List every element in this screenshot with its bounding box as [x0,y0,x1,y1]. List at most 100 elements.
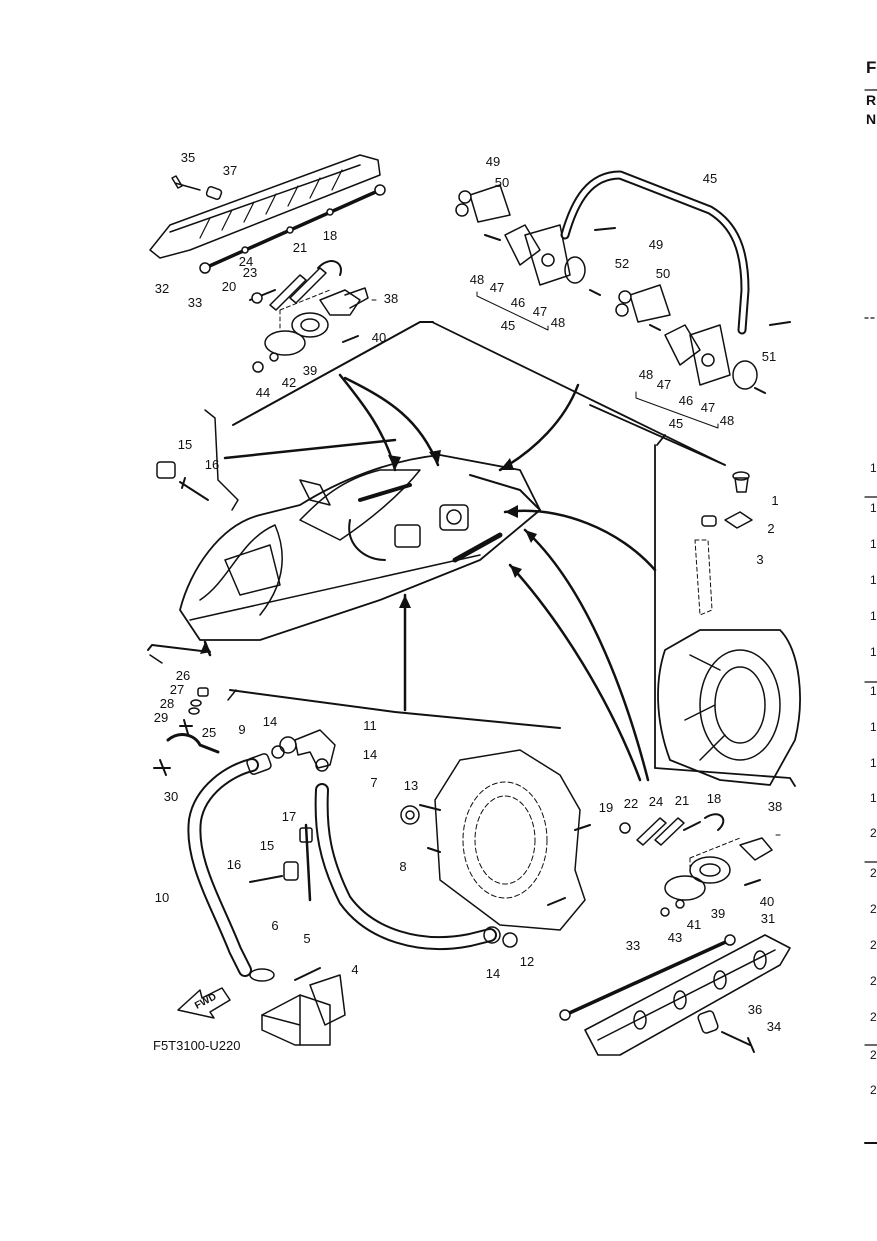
part-callout: 49 [648,237,664,252]
edge-letter-r: R [866,92,877,108]
part-callout: 24 [238,254,254,269]
part-callout: 15 [259,838,275,853]
part-callout: 29 [153,710,169,725]
part-callout: 40 [759,894,775,909]
part-callout: 14 [262,714,278,729]
part-callout: 21 [674,793,690,808]
lower-left-hose-group [147,644,561,1046]
edge-digit: 1 [870,461,877,475]
part-callout: 50 [494,175,510,190]
part-callout: 49 [485,154,501,169]
part-callout: 16 [226,857,242,872]
part-callout: 46 [510,295,526,310]
part-callout: 13 [403,778,419,793]
upper-right-handle-group [431,170,791,466]
part-callout: 44 [255,385,271,400]
part-callout: 48 [469,272,485,287]
edge-digit: 1 [870,501,877,515]
part-callout: 32 [154,281,170,296]
edge-digit: 1 [870,684,877,698]
part-callout: 6 [271,918,279,933]
inlet-fitting-15-16 [156,409,397,511]
upper-left-fittings-group [149,154,434,426]
part-callout: 23 [242,265,258,280]
part-callout: 14 [485,966,501,981]
part-callout: 5 [303,931,311,946]
fwd-arrow-icon [177,987,231,1019]
part-callout: 48 [638,367,654,382]
part-callout: 28 [159,696,175,711]
part-callout: 42 [281,375,297,390]
part-callout: 17 [281,809,297,824]
part-callout: 9 [238,722,246,737]
edge-digit: 1 [870,609,877,623]
part-callout: 45 [702,171,718,186]
part-callout: 27 [169,682,185,697]
part-callout: 45 [500,318,516,333]
part-callout: 31 [760,911,776,926]
diagram-code: F5T3100-U220 [153,1038,241,1053]
part-callout: 33 [187,295,203,310]
part-callout: 50 [655,266,671,281]
edge-letter-f: F [866,58,877,77]
part-callout: 46 [678,393,694,408]
intake-housing [419,749,591,931]
part-callout: 15 [177,437,193,452]
part-callout: 2 [767,521,775,536]
part-callout: 1 [771,493,779,508]
part-callout: 11 [363,718,377,733]
part-callout: 25 [201,725,217,740]
edge-digit: 2 [870,974,877,988]
part-callout: 43 [667,930,683,945]
part-callout: 39 [710,906,726,921]
part-callout: 22 [623,796,639,811]
edge-digit: 2 [870,1010,877,1024]
part-callout: 37 [222,163,238,178]
edge-digit: 2 [870,866,877,880]
part-callout: 34 [766,1019,782,1034]
edge-digit: 1 [870,573,877,587]
part-callout: 16 [204,457,220,472]
part-callout: 41 [686,917,702,932]
part-callout: 20 [221,279,237,294]
edge-digit: 2 [870,1083,877,1097]
part-callout: 19 [598,800,614,815]
edge-digit: 2 [870,902,877,916]
part-callout: 30 [163,789,179,804]
part-callout: 8 [399,859,407,874]
edge-letter-n: N [866,111,877,127]
part-callout: 7 [370,775,378,790]
part-callout: 18 [322,228,338,243]
part-callout: 4 [351,962,359,977]
part-callout: 47 [532,304,548,319]
edge-digit: 2 [870,938,877,952]
edge-digit: 1 [870,756,877,770]
part-callout: 38 [767,799,783,814]
part-callout: 39 [302,363,318,378]
part-callout: 14 [362,747,378,762]
edge-digit: 2 [870,826,877,840]
part-callout: 38 [383,291,399,306]
part-callout: 47 [489,280,505,295]
part-callout: 40 [371,330,387,345]
arrowheads [200,450,537,654]
jet-pump-assembly [654,434,801,787]
part-callout: 47 [700,400,716,415]
part-callout: 21 [292,240,308,255]
edge-digit: 1 [870,645,877,659]
part-callout: 10 [154,890,170,905]
edge-digit: 1 [870,537,877,551]
part-callout: 3 [756,552,764,567]
part-callout: 18 [706,791,722,806]
watercraft-hull [179,454,541,641]
edge-digit: 2 [870,1048,877,1062]
edge-digit: 1 [870,791,877,805]
part-callout: 48 [719,413,735,428]
part-callout: 12 [519,954,535,969]
part-callout: 45 [668,416,684,431]
part-callout: 36 [747,1002,763,1017]
part-callout: 24 [648,794,664,809]
part-callout: 48 [550,315,566,330]
part-callout: 33 [625,938,641,953]
